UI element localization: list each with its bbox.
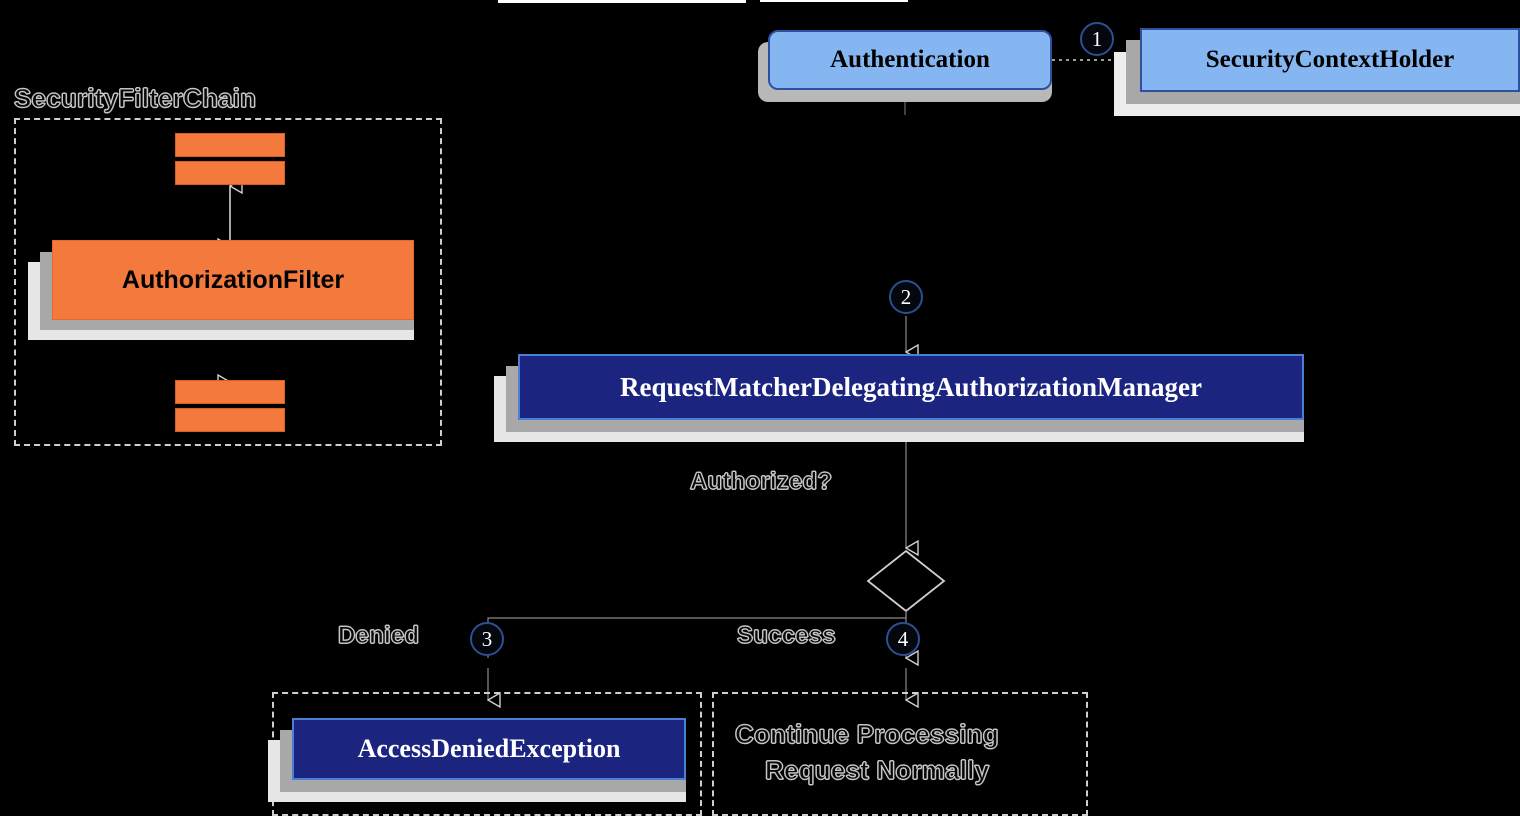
decision-diamond-shape [866,549,946,613]
filter-bar-top-1 [175,133,285,157]
securityfilterchain-label: SecurityFilterChain [13,83,257,114]
securityfilterchain-container [14,118,442,446]
filter-bar-bottom-1 [175,380,285,404]
continue-processing-label-line1: Continue Processing [735,719,1000,750]
authentication-label: Authentication [768,30,1052,90]
badge-step-4: 4 [886,622,920,656]
security-context-holder-node[interactable]: SecurityContextHolder [1114,28,1520,116]
request-matcher-manager-node[interactable]: RequestMatcherDelegatingAuthorizationMan… [494,354,1304,442]
top-edge-artifact [498,0,746,3]
continue-processing-label-line2: Request Normally [764,755,990,786]
edge-label-authorized: Authorized? [689,468,833,496]
top-edge-artifact-2 [760,0,908,2]
badge-step-1: 1 [1080,22,1114,56]
authorization-filter-label: AuthorizationFilter [52,240,414,320]
request-matcher-manager-label: RequestMatcherDelegatingAuthorizationMan… [518,354,1304,420]
edge-decision-denied [487,611,907,658]
access-denied-exception-node[interactable]: AccessDeniedException [268,718,686,802]
badge-step-2: 2 [889,280,923,314]
filter-bar-top-2 [175,161,285,185]
filter-bar-bottom-2 [175,408,285,432]
success-group-container [712,692,1088,816]
badge-step-3: 3 [470,622,504,656]
edge-label-denied: Denied [337,622,420,650]
authentication-node[interactable]: Authentication [758,30,1052,102]
security-context-holder-label: SecurityContextHolder [1140,28,1520,92]
edge-label-success: Success [737,622,837,650]
access-denied-exception-label: AccessDeniedException [292,718,686,780]
authorization-filter-node[interactable]: AuthorizationFilter [28,240,414,342]
